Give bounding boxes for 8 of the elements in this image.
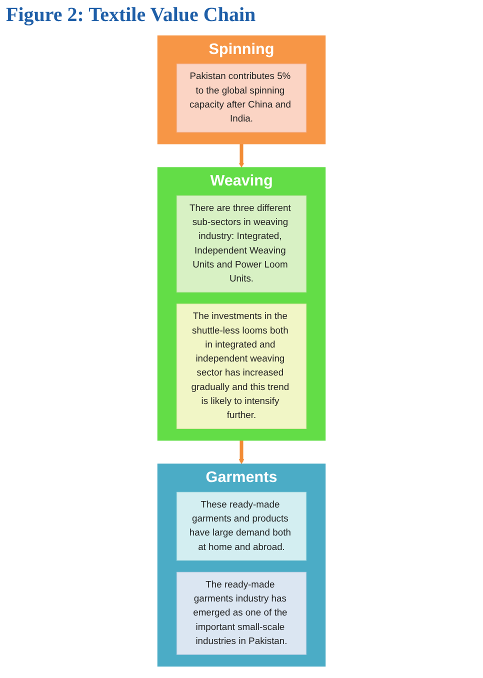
figure-title: Figure 2: Textile Value Chain bbox=[6, 4, 257, 27]
node-box: Pakistan contributes 5% to the global spinning capacity after China and India. bbox=[176, 64, 306, 132]
arrow bbox=[238, 440, 244, 464]
node-box: The ready-made garments industry has emerged as one of the important small-scale industries in Pakistan. bbox=[176, 572, 306, 655]
node-box: There are three different sub-sectors in weaving industry: Integrated, Independent Weaving Units and Power Loom Units. bbox=[176, 195, 306, 292]
node-box: These ready-made garments and products have large demand both at home and abroad. bbox=[176, 492, 306, 561]
node-box: The investments in the shuttle-less looms both in integrated and independent weaving sector has increased gradually and this trend is likely to intensify further. bbox=[176, 304, 306, 429]
arrow bbox=[238, 144, 244, 168]
